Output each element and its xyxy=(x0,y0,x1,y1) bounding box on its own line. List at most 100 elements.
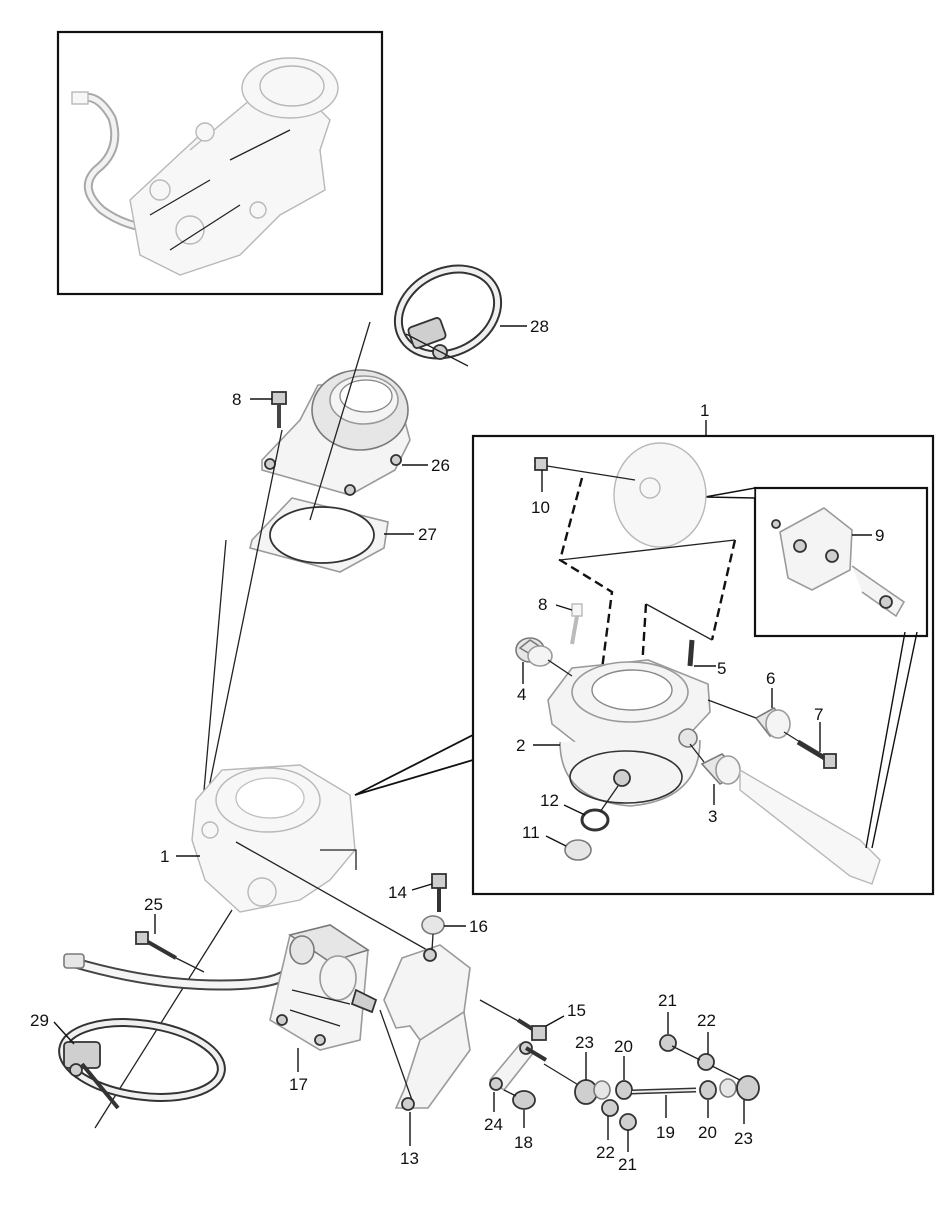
part-26-adapter xyxy=(261,369,411,496)
nut-18 xyxy=(512,1090,536,1110)
leader-15 xyxy=(545,1015,565,1027)
callout-5: 5 xyxy=(717,659,726,678)
callout-29: 29 xyxy=(30,1011,49,1030)
plate-9-hole-c xyxy=(879,595,893,609)
nut-22-right xyxy=(719,1078,737,1098)
callout-18: 18 xyxy=(514,1133,533,1152)
adapter-26-hole-b xyxy=(344,484,356,496)
callout-21-upper: 21 xyxy=(658,991,677,1010)
vacuum-hose-inner xyxy=(71,958,287,989)
guide-line-mid xyxy=(645,603,713,641)
throttle-plate-ghost xyxy=(613,442,707,548)
detail-housing-boss xyxy=(678,728,698,748)
detail-housing-ring xyxy=(569,750,683,804)
callout-3: 3 xyxy=(708,807,717,826)
nut-21-right-axis xyxy=(671,1045,701,1061)
housing-1-shaft-boss xyxy=(247,877,277,907)
bracket-13-hole-top xyxy=(423,948,437,962)
part-9-subbox-frame xyxy=(753,486,929,638)
callout-22-lower: 22 xyxy=(596,1143,615,1162)
actuator-17-motor xyxy=(319,955,357,1001)
callout-13: 13 xyxy=(400,1149,419,1168)
actuator-17-ribs xyxy=(289,989,351,1027)
overview-inset xyxy=(56,30,384,296)
overview-inset-frame xyxy=(56,30,384,296)
callout-24: 24 xyxy=(484,1115,503,1134)
part-29-clamp xyxy=(58,1018,226,1110)
nut-20-left xyxy=(615,1080,633,1100)
adapter-26-bore xyxy=(339,379,393,413)
axis-line-left xyxy=(205,429,283,803)
shaft-link-line-b xyxy=(871,631,918,849)
callout-26: 26 xyxy=(431,456,450,475)
seal-11 xyxy=(564,839,592,861)
axis-line-gasket xyxy=(202,539,227,803)
housing-1-edge xyxy=(320,849,357,870)
link-24-pin xyxy=(524,1046,548,1062)
part-9-callout-wedge xyxy=(704,487,756,499)
throttle-plate-ghost-boss xyxy=(639,477,661,499)
leader-8b xyxy=(555,604,573,611)
overview-bolt-b xyxy=(249,201,267,219)
callout-4: 4 xyxy=(517,685,526,704)
rod-19-highlight xyxy=(631,1089,697,1093)
nut-20-right xyxy=(699,1080,717,1100)
part-17-actuator xyxy=(269,924,378,1051)
part-15-bolt xyxy=(479,999,547,1041)
detail-box-frame xyxy=(471,434,935,896)
callout-1-housing: 1 xyxy=(160,847,169,866)
leader-lines xyxy=(53,325,872,1152)
overview-duct-inner xyxy=(259,65,325,107)
bushing-3-face xyxy=(715,755,741,785)
nut-22-right-axis xyxy=(711,1065,741,1081)
callout-25: 25 xyxy=(144,895,163,914)
seal-axis xyxy=(599,785,619,813)
housing-1-bore-inner xyxy=(235,777,305,819)
callout-8-lower: 8 xyxy=(538,595,547,614)
axis-line-center xyxy=(309,321,371,521)
plate-9-hole-a xyxy=(793,539,807,553)
part-8-bolt-upper xyxy=(271,391,287,428)
ball-joint-23-right xyxy=(736,1075,760,1101)
callout-17: 17 xyxy=(289,1075,308,1094)
nut-22-right-upper xyxy=(697,1053,715,1071)
linkage-axis-line xyxy=(543,1063,581,1087)
callout-19: 19 xyxy=(656,1123,675,1142)
callout-27: 27 xyxy=(418,525,437,544)
part-25-bolt xyxy=(135,931,205,973)
actuator-17-top xyxy=(288,924,370,963)
part-1-housing xyxy=(191,764,357,913)
shaft-extension-ghost xyxy=(739,768,881,885)
detail-box xyxy=(471,420,935,896)
actuator-axis-line xyxy=(235,841,437,956)
nut-22-left-lower xyxy=(601,1099,619,1117)
bolt-7-shank xyxy=(796,739,830,763)
callout-2: 2 xyxy=(516,736,525,755)
leader-12 xyxy=(563,804,586,816)
bolt-7-axis xyxy=(783,731,801,743)
spacer-16-axis xyxy=(431,933,434,951)
callout-23-left: 23 xyxy=(575,1033,594,1052)
bushing-6-face xyxy=(765,709,791,739)
callout-10: 10 xyxy=(531,498,550,517)
callout-22-upper: 22 xyxy=(697,1011,716,1030)
part-28-clamp xyxy=(393,264,503,367)
callout-23-right: 23 xyxy=(734,1129,753,1148)
overview-tube-end xyxy=(71,91,89,105)
adapter-26-hole-c xyxy=(390,454,402,466)
actuator-17-shaft xyxy=(350,988,378,1014)
overview-boss xyxy=(149,179,171,201)
plate-9-body xyxy=(779,507,853,591)
guide-line-top xyxy=(559,539,736,561)
gasket-27-bore xyxy=(269,506,375,564)
detail-housing-bore xyxy=(591,669,673,711)
callout-21-lower: 21 xyxy=(618,1155,637,1174)
bushing-3-axis xyxy=(689,743,705,763)
leader-29 xyxy=(53,1021,75,1045)
plate-9-rivet xyxy=(771,519,781,529)
leader-11 xyxy=(545,835,567,847)
plate-9-hole-b xyxy=(825,549,839,563)
callout-9: 9 xyxy=(875,526,884,545)
bolt-14-head xyxy=(431,873,447,889)
